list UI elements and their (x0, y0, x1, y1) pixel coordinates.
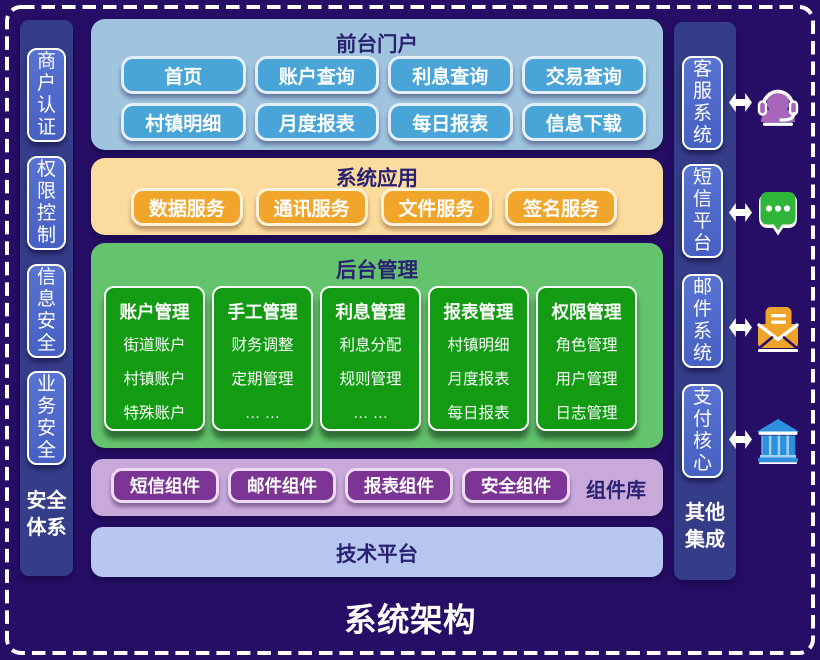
backend-panel-title: 后台管理 (336, 259, 418, 282)
portal-panel-title: 前台门户 (336, 33, 418, 56)
backend-column-header: 报表管理 (443, 302, 514, 322)
backend-column-item: 角色管理 (555, 337, 618, 354)
component-button-mail[interactable]: 邮件组件 (228, 468, 336, 503)
portal-button-interest-query[interactable]: 利息查询 (388, 56, 513, 94)
security-item-label: 业务安全 (36, 374, 56, 461)
integration-item-customer-service[interactable]: 客服系统 (682, 56, 723, 150)
security-item-business-security[interactable]: 业务安全 (27, 371, 66, 465)
backend-column-item: 每日报表 (447, 405, 510, 422)
chat-bubble-icon (759, 192, 797, 236)
integration-item-payment-core[interactable]: 支付核心 (682, 384, 723, 478)
backend-column-manual[interactable]: 手工管理 财务调整 定期管理 … … (212, 286, 313, 431)
backend-column-header: 利息管理 (335, 302, 406, 322)
integration-rail: 客服系统 短信平台 邮件系统 支付核心 其他 集成 (674, 22, 736, 580)
component-button-report[interactable]: 报表组件 (345, 468, 453, 503)
backend-column-item: … … (244, 405, 281, 422)
backend-column-list: 利息分配 规则管理 … … (322, 329, 419, 431)
platform-panel-title: 技术平台 (336, 543, 418, 566)
security-rail: 商户认证 权限控制 信息安全 业务安全 安全 体系 (20, 20, 73, 576)
apps-button-row: 数据服务 通讯服务 文件服务 签名服务 (131, 188, 617, 226)
portal-button-account-query[interactable]: 账户查询 (254, 56, 379, 94)
apps-button-data-service[interactable]: 数据服务 (131, 188, 243, 226)
backend-column-list: 角色管理 用户管理 日志管理 (538, 329, 635, 431)
backend-column-account[interactable]: 账户管理 街道账户 村镇账户 特殊账户 (104, 286, 205, 431)
integration-rail-label: 其他 集成 (685, 502, 725, 551)
portal-button-transaction-query[interactable]: 交易查询 (521, 56, 646, 94)
portal-button-daily-report[interactable]: 每日报表 (388, 103, 513, 141)
backend-columns: 账户管理 街道账户 村镇账户 特殊账户 手工管理 财务调整 定期管理 … … 利… (104, 286, 637, 431)
portal-button-info-download[interactable]: 信息下载 (521, 103, 646, 141)
envelope-icon (757, 307, 799, 352)
security-item-info-security[interactable]: 信息安全 (27, 264, 66, 358)
security-item-label: 商户认证 (36, 51, 56, 138)
double-arrow-icon (729, 430, 752, 449)
backend-column-header: 账户管理 (119, 302, 190, 322)
component-button-sms[interactable]: 短信组件 (111, 468, 219, 503)
platform-panel: 技术平台 (91, 527, 663, 577)
portal-button-row: 首页 账户查询 利息查询 交易查询 (121, 56, 646, 94)
security-item-label: 信息安全 (36, 267, 56, 354)
apps-panel: 系统应用 数据服务 通讯服务 文件服务 签名服务 (91, 158, 663, 235)
security-item-permission-control[interactable]: 权限控制 (27, 156, 66, 250)
backend-column-item: 定期管理 (231, 371, 294, 388)
backend-column-item: 财务调整 (231, 337, 294, 354)
security-item-label: 权限控制 (36, 159, 56, 246)
integration-item-mail-system[interactable]: 邮件系统 (682, 274, 723, 368)
integration-item-label: 支付核心 (692, 387, 712, 474)
backend-column-item: 街道账户 (123, 337, 186, 354)
integration-item-label: 邮件系统 (692, 277, 712, 364)
backend-column-list: 财务调整 定期管理 … … (214, 329, 311, 431)
backend-column-item: … … (352, 405, 389, 422)
backend-column-permission[interactable]: 权限管理 角色管理 用户管理 日志管理 (536, 286, 637, 431)
integration-item-sms-platform[interactable]: 短信平台 (682, 164, 723, 258)
bank-icon (756, 419, 800, 464)
portal-button-monthly-report[interactable]: 月度报表 (254, 103, 379, 141)
integration-item-label: 短信平台 (692, 167, 712, 254)
security-item-merchant-auth[interactable]: 商户认证 (27, 48, 66, 142)
portal-button-row: 村镇明细 月度报表 每日报表 信息下载 (121, 103, 646, 141)
backend-column-item: 用户管理 (555, 371, 618, 388)
backend-panel: 后台管理 账户管理 街道账户 村镇账户 特殊账户 手工管理 财务调整 定期管理 … (91, 243, 663, 448)
backend-column-item: 利息分配 (339, 337, 402, 354)
integration-item-label: 客服系统 (692, 59, 712, 146)
component-button-security[interactable]: 安全组件 (462, 468, 570, 503)
backend-column-list: 街道账户 村镇账户 特殊账户 (106, 329, 203, 431)
backend-column-interest[interactable]: 利息管理 利息分配 规则管理 … … (320, 286, 421, 431)
backend-column-item: 村镇明细 (447, 337, 510, 354)
backend-column-item: 特殊账户 (123, 405, 186, 422)
backend-column-header: 权限管理 (551, 302, 622, 322)
headset-icon (757, 89, 799, 126)
double-arrow-icon (729, 203, 752, 222)
apps-button-file-service[interactable]: 文件服务 (380, 188, 493, 226)
apps-button-sign-service[interactable]: 签名服务 (505, 188, 617, 226)
backend-column-item: 日志管理 (555, 405, 618, 422)
backend-column-item: 村镇账户 (123, 371, 186, 388)
components-panel: 短信组件 邮件组件 报表组件 安全组件 组件库 (91, 459, 663, 516)
backend-column-item: 规则管理 (339, 371, 402, 388)
double-arrow-icon (729, 93, 752, 112)
apps-panel-title: 系统应用 (336, 167, 418, 190)
apps-button-comm-service[interactable]: 通讯服务 (255, 188, 368, 226)
portal-button-village-detail[interactable]: 村镇明细 (121, 103, 246, 141)
backend-column-header: 手工管理 (227, 302, 298, 322)
portal-button-home[interactable]: 首页 (121, 56, 246, 94)
double-arrow-icon (729, 318, 752, 337)
portal-panel: 前台门户 首页 账户查询 利息查询 交易查询 村镇明细 月度报表 每日报表 信息… (91, 19, 663, 150)
components-panel-label: 组件库 (586, 480, 646, 502)
page-title: 系统架构 (343, 602, 476, 638)
backend-column-item: 月度报表 (447, 371, 510, 388)
backend-column-list: 村镇明细 月度报表 每日报表 (430, 329, 527, 431)
security-rail-label: 安全 体系 (26, 490, 67, 539)
backend-column-report[interactable]: 报表管理 村镇明细 月度报表 每日报表 (428, 286, 529, 431)
